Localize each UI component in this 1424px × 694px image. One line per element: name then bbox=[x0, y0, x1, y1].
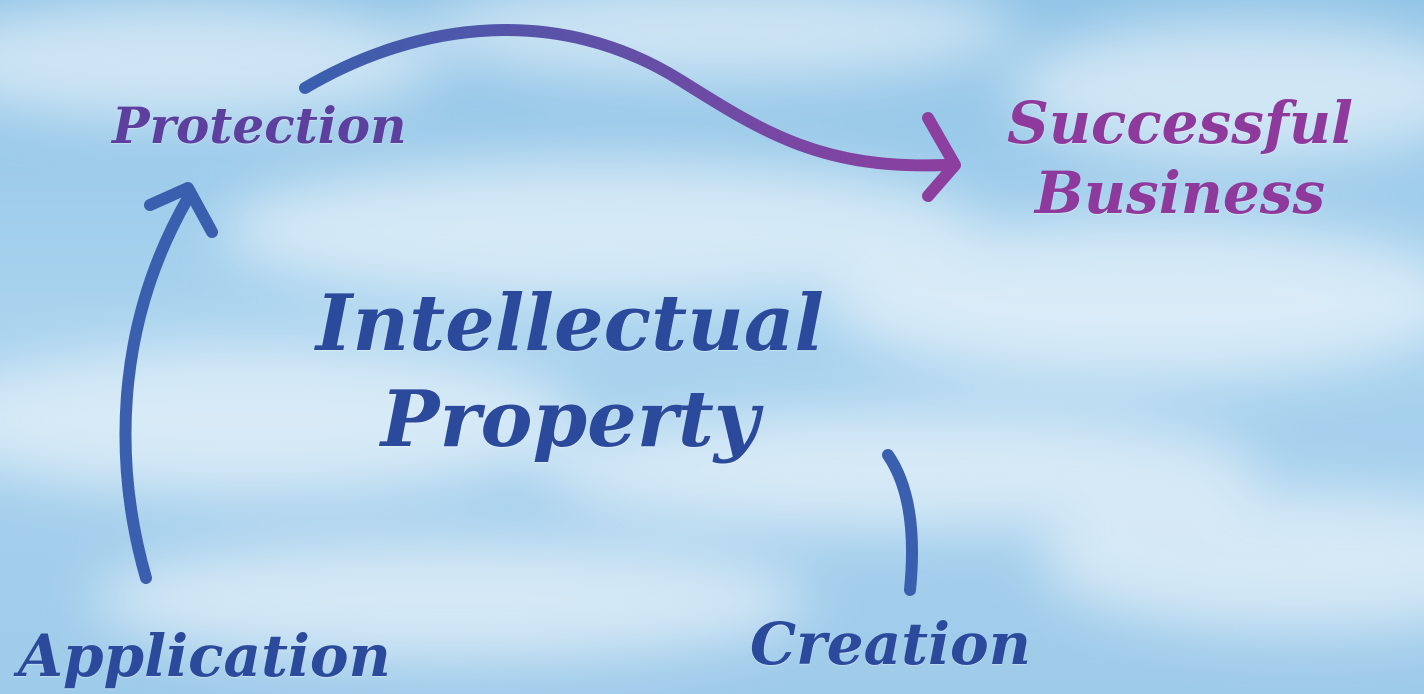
label-successful: Successful bbox=[1006, 89, 1354, 157]
label-business: Business bbox=[1034, 159, 1326, 227]
label-protection: Protection bbox=[112, 96, 407, 155]
title-intellectual: Intellectual bbox=[315, 278, 825, 369]
label-application: Application bbox=[18, 622, 391, 690]
title-property: Property bbox=[380, 374, 760, 465]
arrow-creation-connector bbox=[882, 449, 919, 596]
arrow-application-to-protection-head bbox=[144, 182, 218, 238]
arrow-application-to-protection bbox=[119, 192, 194, 584]
label-successful-business: Successful Business bbox=[985, 88, 1375, 228]
arrow-protection-to-business-head bbox=[922, 112, 961, 202]
label-creation: Creation bbox=[750, 610, 1031, 678]
arrow-protection-to-business bbox=[299, 24, 951, 172]
diagram-title: Intellectual Property bbox=[250, 276, 890, 468]
